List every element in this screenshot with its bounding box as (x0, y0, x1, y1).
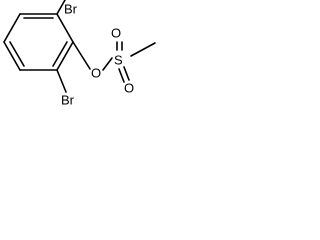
bond-ring-to-o-ester (72, 41, 91, 70)
ring-bond-lower-right-inner (52, 41, 68, 67)
ring-bond-lower-right (56, 41, 74, 71)
bond-o-ester-to-s (102, 57, 113, 71)
atom-br-top: Br (64, 1, 78, 16)
bond-ring-to-br-bottom (56, 69, 67, 93)
bond-s-to-o-bottom-b (118, 68, 125, 83)
molecule-drawing: Br Br O S O O (3, 0, 156, 107)
atom-br-bottom: Br (61, 92, 75, 107)
ring-bond-upper-right (56, 13, 74, 43)
atom-o-top: O (111, 25, 121, 40)
ring-bond-lower-left-inner (9, 41, 25, 67)
atom-s: S (114, 52, 123, 67)
atom-o-bottom: O (124, 80, 134, 95)
bond-ring-to-br-top (56, 0, 66, 15)
bond-s-to-o-bottom-a (123, 66, 130, 81)
ring-bond-upper-left (3, 13, 21, 43)
bond-s-to-methyl (130, 42, 156, 57)
ring-bond-lower-left (3, 41, 21, 71)
atom-o-ester: O (91, 65, 101, 80)
chemical-structure-diagram: Br Br O S O O (0, 0, 180, 136)
